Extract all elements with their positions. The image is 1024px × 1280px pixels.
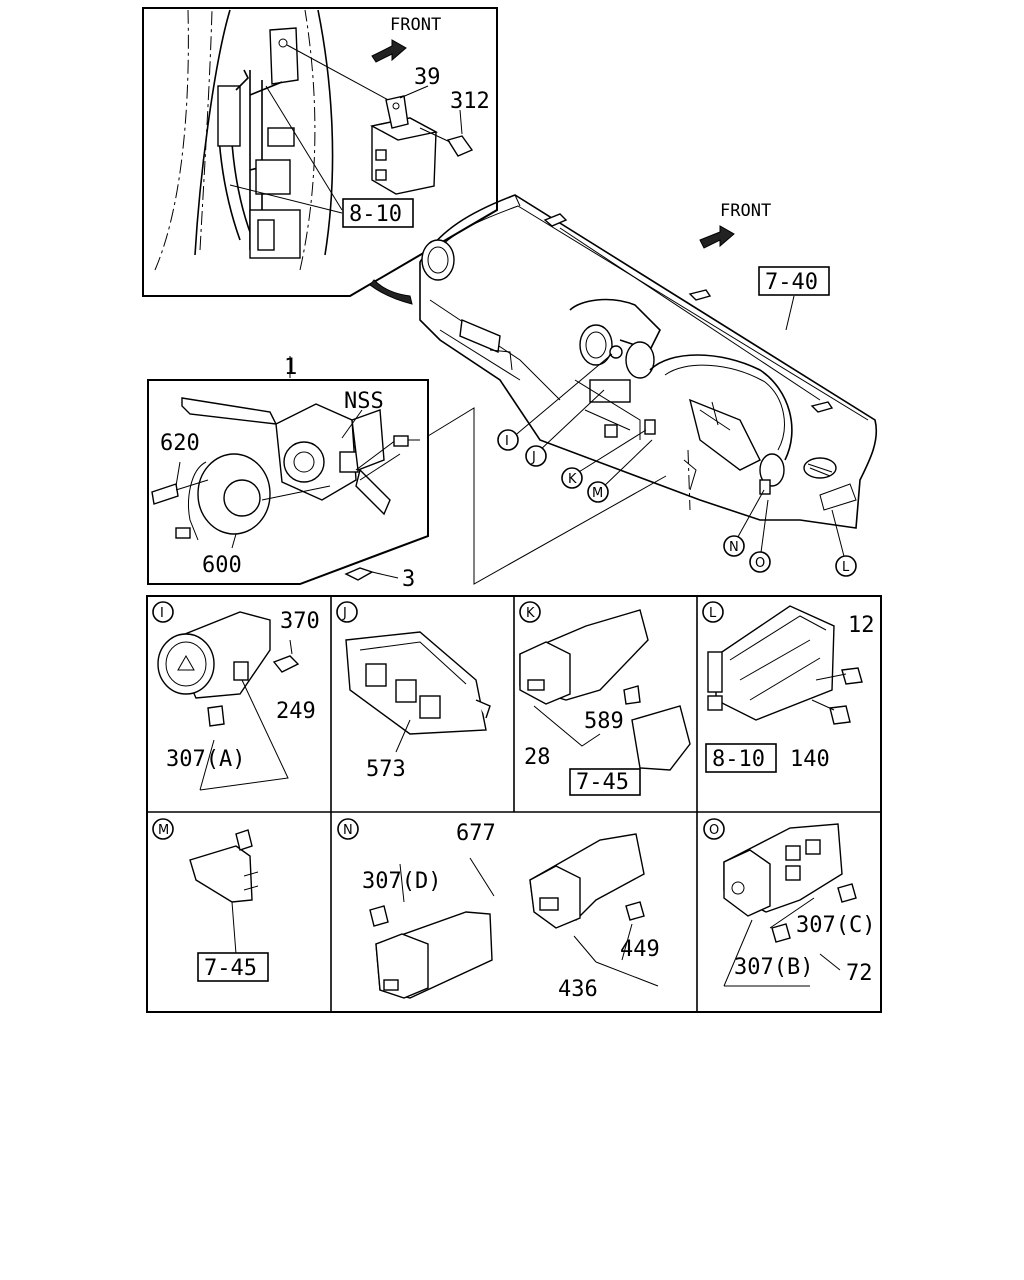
callout-589: 589 — [584, 709, 624, 734]
panel-letter-J: J — [342, 606, 347, 621]
front-label-inset: FRONT — [390, 15, 441, 35]
callout-140: 140 — [790, 747, 830, 772]
callout-677: 677 — [456, 821, 496, 846]
location-markers: I J K M N O L — [497, 429, 857, 577]
panel-K: K 589 28 7-45 — [519, 601, 691, 796]
pointer-arrow — [369, 279, 413, 305]
panel-I: I 370 249 307(A) — [152, 601, 320, 791]
callout-307C: 307(C) — [796, 913, 875, 938]
marker-I: I — [505, 434, 509, 449]
panel-letter-M: M — [158, 823, 169, 838]
panel-letter-N: N — [343, 823, 353, 838]
callout-436: 436 — [558, 977, 598, 1002]
ref-box-8-10-l: 8-10 — [712, 747, 765, 772]
callout-1: 1 — [284, 355, 297, 380]
panel-letter-I: I — [160, 606, 164, 621]
callout-39: 39 — [414, 65, 441, 90]
callout-12: 12 — [848, 613, 875, 638]
callout-307A: 307(A) — [166, 747, 245, 772]
panel-letter-L: L — [709, 606, 717, 621]
marker-N: N — [729, 540, 739, 555]
ref-box-8-10-top: 8-10 — [349, 202, 402, 227]
marker-O: O — [755, 556, 765, 571]
marker-K: K — [568, 472, 577, 487]
panel-L: L 12 8-10 140 — [702, 601, 875, 773]
callout-449: 449 — [620, 937, 660, 962]
marker-J: J — [531, 450, 536, 465]
ref-box-7-40: 7-40 — [765, 270, 818, 295]
marker-L: L — [842, 560, 850, 575]
callout-3: 3 — [402, 567, 415, 592]
panel-O: O 307(C) 307(B) 72 — [703, 818, 875, 987]
marker-M: M — [592, 486, 603, 501]
callout-249: 249 — [276, 699, 316, 724]
callout-28: 28 — [524, 745, 551, 770]
ref-box-7-45-m: 7-45 — [204, 956, 257, 981]
dashboard: FRONT 7-40 — [419, 194, 878, 565]
top-inset: FRONT 39 312 8-10 — [142, 7, 498, 297]
panel-letter-O: O — [709, 823, 719, 838]
panel-letter-K: K — [526, 606, 535, 621]
callout-620: 620 — [160, 431, 200, 456]
panel-M: M 7-45 — [152, 818, 269, 982]
callout-307B: 307(B) — [734, 955, 813, 980]
detail-grid — [146, 595, 882, 1013]
switch-inset: 1 NSS 620 600 3 — [147, 355, 667, 592]
panel-N: N 677 307(D) 449 436 — [337, 818, 660, 1002]
callout-72: 72 — [846, 961, 873, 986]
callout-370: 370 — [280, 609, 320, 634]
front-label-dash: FRONT — [720, 201, 771, 221]
ref-box-7-45-k: 7-45 — [576, 770, 629, 795]
callout-307D: 307(D) — [362, 869, 441, 894]
panel-J: J 573 — [336, 601, 491, 782]
callout-NSS: NSS — [344, 389, 384, 414]
callout-312: 312 — [450, 89, 490, 114]
callout-600: 600 — [202, 553, 242, 578]
callout-573: 573 — [366, 757, 406, 782]
